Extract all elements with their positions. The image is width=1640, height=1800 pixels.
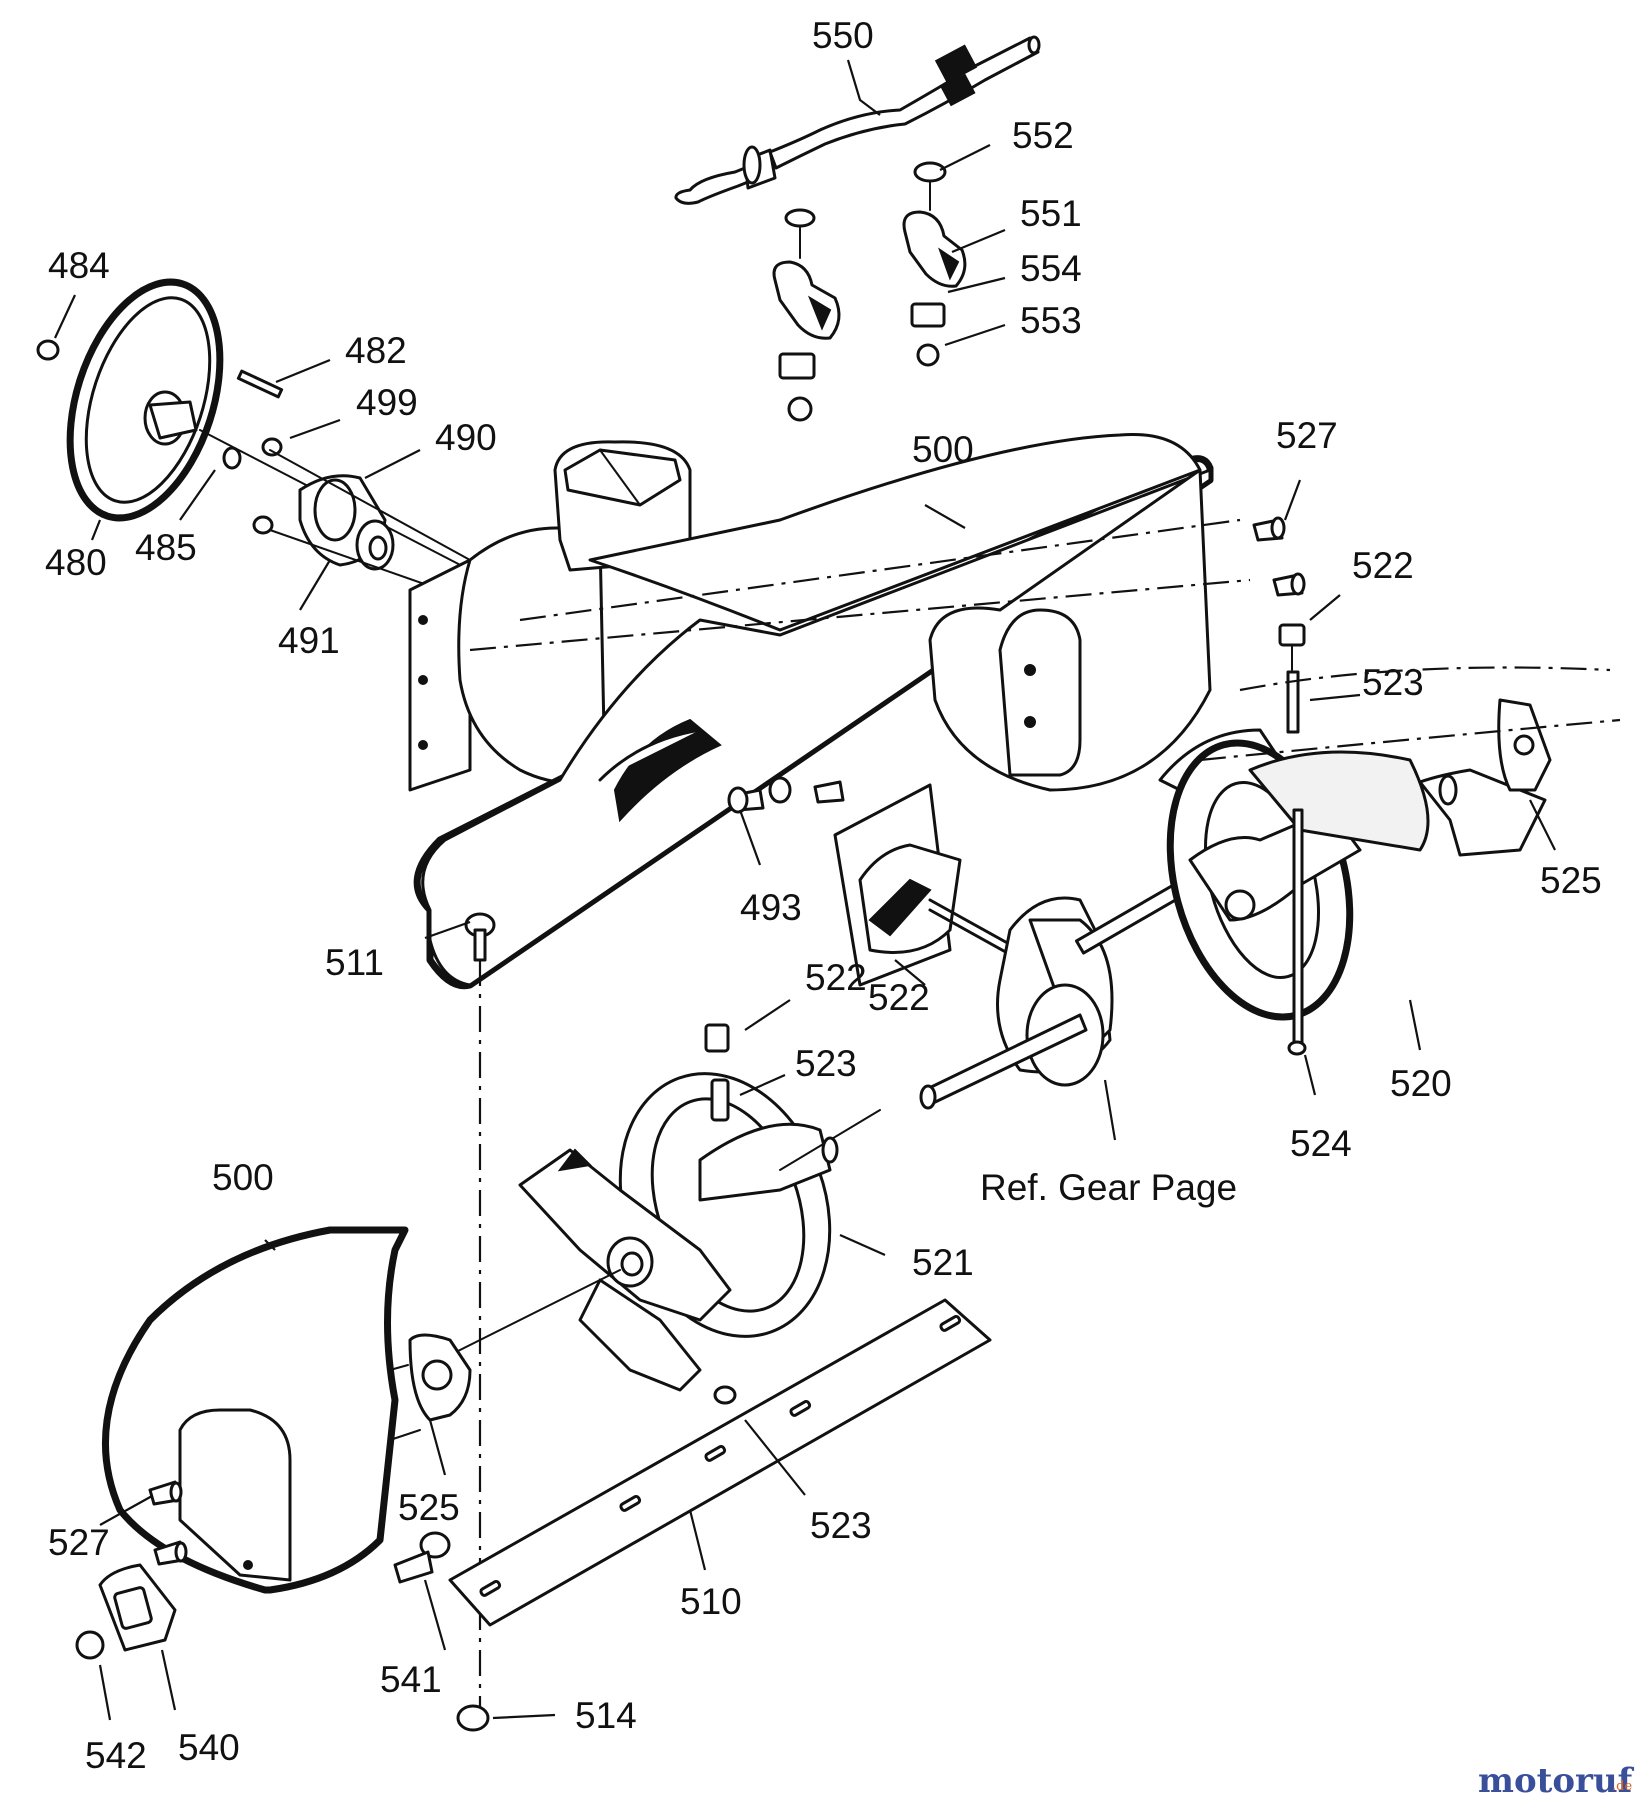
label-482: 482	[345, 330, 407, 371]
watermark-suffix: .de	[1612, 1779, 1632, 1794]
label-553: 553	[1020, 300, 1082, 341]
label-525-left: 525	[398, 1487, 460, 1528]
label-542: 542	[85, 1735, 147, 1776]
label-527-end: 527	[48, 1522, 110, 1563]
label-514: 514	[575, 1695, 637, 1736]
label-525-right: 525	[1540, 860, 1602, 901]
auger-right	[1158, 666, 1621, 1056]
bearing-assembly	[236, 369, 471, 601]
auger-housing-end	[75, 1226, 490, 1732]
auger-housing-main	[408, 432, 1214, 990]
pulley	[36, 278, 471, 571]
label-550: 550	[812, 15, 874, 56]
label-511: 511	[325, 942, 384, 983]
label-527-top: 527	[1276, 415, 1338, 456]
label-554: 554	[1020, 248, 1082, 289]
label-491: 491	[278, 620, 340, 661]
watermark-brand: motoruf	[1478, 1761, 1635, 1800]
label-522-top: 522	[1352, 545, 1414, 586]
label-499: 499	[356, 382, 418, 423]
reference-note: Ref. Gear Page	[980, 1167, 1237, 1208]
label-523-low: 523	[810, 1505, 872, 1546]
label-521: 521	[912, 1242, 974, 1283]
scraper-bar	[448, 1298, 992, 1627]
label-480: 480	[45, 542, 107, 583]
label-490: 490	[435, 417, 497, 458]
label-522-low: 522	[805, 957, 867, 998]
label-484: 484	[48, 245, 110, 286]
label-551: 551	[1020, 193, 1082, 234]
label-540: 540	[178, 1727, 240, 1768]
label-485: 485	[135, 527, 197, 568]
label-523-mid: 523	[795, 1043, 857, 1084]
label-493: 493	[740, 887, 802, 928]
label-523-top: 523	[1362, 662, 1424, 703]
label-500-end: 500	[212, 1157, 274, 1198]
chute-clamp-right	[902, 161, 967, 367]
chute-clamp-left	[772, 208, 841, 422]
pulley-bolt	[36, 339, 60, 361]
label-524: 524	[1290, 1123, 1352, 1164]
label-510: 510	[680, 1581, 742, 1622]
leader-lines	[54, 59, 1556, 1721]
auger-left	[439, 1023, 881, 1405]
label-500-top: 500	[912, 429, 974, 470]
label-552: 552	[1012, 115, 1074, 156]
part-labels: 550 552 551 554 553 484 482 499 490 500 …	[45, 15, 1602, 1776]
chute-crank-rod	[674, 35, 1041, 205]
label-541: 541	[380, 1659, 442, 1700]
watermark: motoruf .de	[1478, 1761, 1635, 1800]
bushing	[222, 446, 242, 470]
label-522-mid: 522	[868, 977, 930, 1018]
label-520: 520	[1390, 1063, 1452, 1104]
